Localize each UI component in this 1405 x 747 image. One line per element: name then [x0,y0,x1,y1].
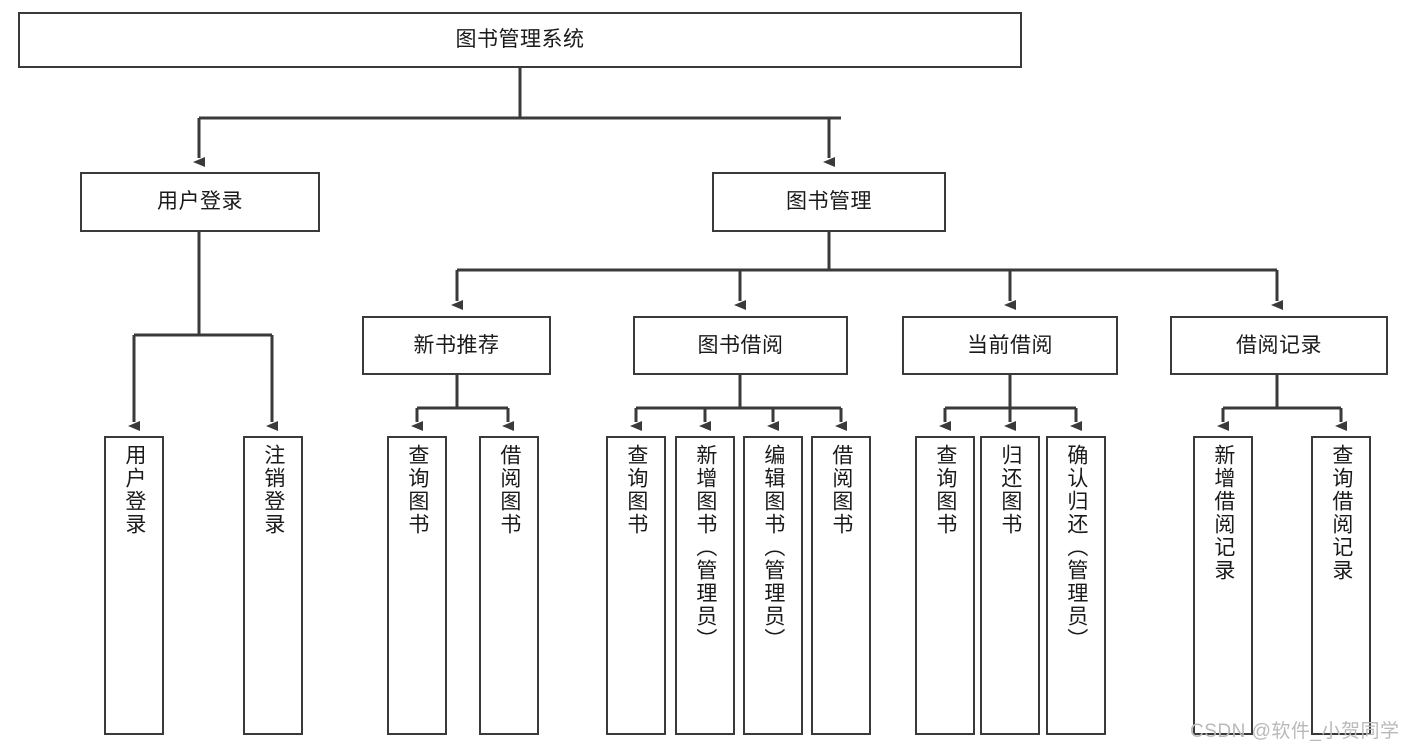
node-leaf-return-book[interactable]: 归还图书 [980,436,1040,735]
node-borrow-record-label: 借阅记录 [1236,333,1322,357]
node-leaf-query-book-3[interactable]: 查询图书 [915,436,975,735]
node-new-book-recommend[interactable]: 新书推荐 [362,316,551,375]
node-leaf-borrow-book-1[interactable]: 借阅图书 [479,436,539,735]
node-borrow-record[interactable]: 借阅记录 [1170,316,1388,375]
node-leaf-return-book-label: 归还图书 [998,444,1022,536]
node-root-label: 图书管理系统 [455,28,585,52]
node-user-login[interactable]: 用户登录 [80,172,320,232]
node-leaf-query-book-1[interactable]: 查询图书 [387,436,447,735]
node-leaf-query-book-2-label: 查询图书 [624,444,648,536]
node-book-manage-label: 图书管理 [786,190,872,214]
node-leaf-add-book-label: 新增图书（管理员） [693,444,717,651]
node-book-borrow[interactable]: 图书借阅 [633,316,848,375]
node-leaf-edit-book-label: 编辑图书（管理员） [761,444,785,651]
node-leaf-user-login-label: 用户登录 [122,444,146,536]
node-leaf-borrow-book-1-label: 借阅图书 [497,444,521,536]
node-leaf-add-record-label: 新增借阅记录 [1211,444,1235,582]
node-leaf-query-book-1-label: 查询图书 [405,444,429,536]
node-leaf-borrow-book-2-label: 借阅图书 [829,444,853,536]
node-leaf-borrow-book-2[interactable]: 借阅图书 [811,436,871,735]
node-leaf-query-book-2[interactable]: 查询图书 [606,436,666,735]
node-current-borrow[interactable]: 当前借阅 [902,316,1118,375]
node-leaf-edit-book[interactable]: 编辑图书（管理员） [743,436,803,735]
node-leaf-confirm-return[interactable]: 确认归还（管理员） [1046,436,1106,735]
node-leaf-user-login[interactable]: 用户登录 [104,436,164,735]
node-user-login-label: 用户登录 [157,190,243,214]
node-leaf-query-record[interactable]: 查询借阅记录 [1311,436,1371,735]
node-book-manage[interactable]: 图书管理 [712,172,946,232]
node-new-book-recommend-label: 新书推荐 [413,333,500,357]
node-leaf-logout-login-label: 注销登录 [261,444,285,536]
node-leaf-add-book[interactable]: 新增图书（管理员） [675,436,735,735]
node-current-borrow-label: 当前借阅 [967,333,1053,357]
node-leaf-query-book-3-label: 查询图书 [933,444,957,536]
node-root[interactable]: 图书管理系统 [18,12,1022,68]
node-leaf-add-record[interactable]: 新增借阅记录 [1193,436,1253,735]
node-leaf-logout-login[interactable]: 注销登录 [243,436,303,735]
node-leaf-query-record-label: 查询借阅记录 [1329,444,1353,582]
node-leaf-confirm-return-label: 确认归还（管理员） [1064,444,1088,651]
csdn-watermark: CSDN @软件_小贺同学 [1190,721,1400,742]
node-book-borrow-label: 图书借阅 [697,333,784,357]
